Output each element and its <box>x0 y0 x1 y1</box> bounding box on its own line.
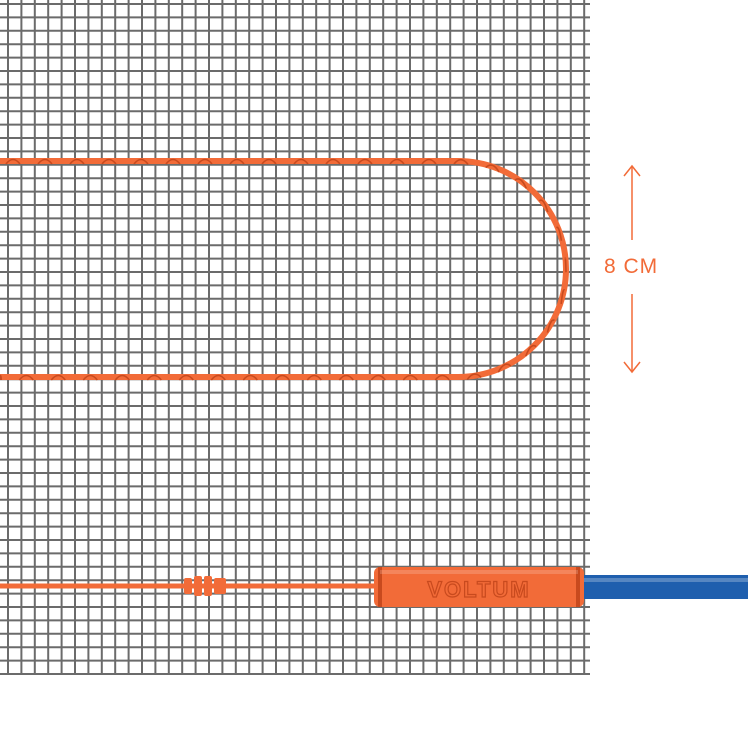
cable-connector: VOLTUM <box>374 567 584 607</box>
arrow-down-icon <box>623 294 641 374</box>
brand-label: VOLTUM <box>427 577 530 602</box>
arrow-up-icon <box>623 164 641 240</box>
power-cable <box>583 575 748 599</box>
dimension-marker <box>623 164 641 374</box>
spacing-dimension-label: 8 CM <box>604 255 659 278</box>
cable-clip <box>184 576 226 596</box>
wire-mesh-grid <box>0 0 590 675</box>
heating-cable-loop <box>0 158 569 381</box>
